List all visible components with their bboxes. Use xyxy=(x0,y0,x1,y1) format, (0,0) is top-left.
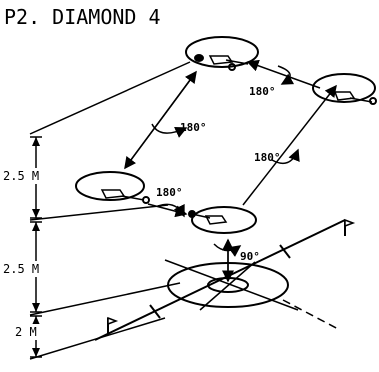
rotation-arc-lower-left xyxy=(157,203,185,218)
angle-label-lower-left: 180° xyxy=(156,186,183,199)
dimension-arrowheads xyxy=(32,137,40,357)
rotation-arc-top-right xyxy=(277,65,295,85)
height-label-upper: 2.5 M xyxy=(3,169,39,183)
helicopter-left xyxy=(75,171,150,204)
ground-course-line xyxy=(94,219,346,341)
ground-ticks xyxy=(149,244,291,319)
flag-right xyxy=(344,218,356,236)
flight-paths xyxy=(124,59,337,283)
angle-label-top-right: 180° xyxy=(249,85,276,98)
angle-label-center: 90° xyxy=(240,250,260,263)
rotation-arc-upper-middle xyxy=(151,123,188,138)
height-label-lower: 2 M xyxy=(15,325,37,339)
rotation-arcs xyxy=(151,65,300,257)
rotation-arc-right-middle xyxy=(271,148,300,165)
helicopter-right xyxy=(312,73,377,105)
angle-label-upper-middle: 180° xyxy=(180,121,207,134)
rotation-arc-center xyxy=(213,243,242,257)
ground-axis-dashed xyxy=(282,299,341,331)
diagram-title: P2. DIAMOND 4 xyxy=(4,5,161,29)
dimension-labels: 2.5 M 2.5 M 2 M xyxy=(2,168,58,340)
ground-helipad xyxy=(164,259,299,311)
path-left-to-top xyxy=(124,70,197,169)
helicopter-center xyxy=(188,206,257,234)
flag-left xyxy=(107,316,119,334)
angle-label-right-middle: 180° xyxy=(254,151,281,164)
helicopter-top xyxy=(185,36,259,71)
height-label-middle: 2.5 M xyxy=(3,262,39,276)
path-center-to-right xyxy=(242,84,337,206)
height-reference-lines xyxy=(29,61,191,360)
